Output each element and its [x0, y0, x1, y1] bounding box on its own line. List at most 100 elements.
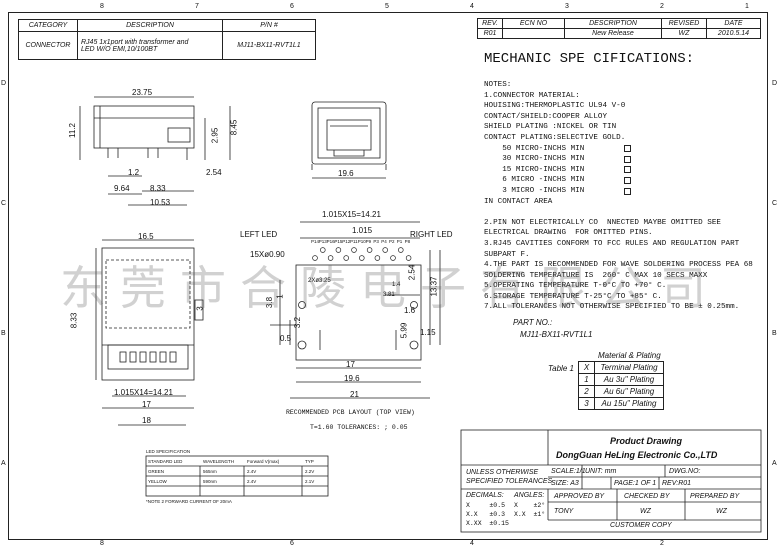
spec-line: 3.RJ45 CAVITIES CONFORM TO FCC RULES AND… [484, 239, 740, 248]
led-green-name: GREEN [148, 469, 165, 474]
tolerance-1: X ±0.5 [466, 502, 506, 509]
plating-title: Material & Plating [598, 351, 661, 360]
pin-label: P2 [389, 239, 395, 244]
title-block-lines [460, 429, 762, 533]
dim-21: 21 [350, 390, 359, 399]
dim-2-54-top: 2.54 [206, 168, 222, 177]
dim-3-2: 3.2 [293, 316, 303, 329]
pcb-pins [312, 247, 412, 261]
dim-1-6: 1.6 [404, 306, 416, 315]
zone-top-7: 7 [195, 3, 199, 10]
pcb-pin-hole [335, 247, 342, 253]
company-name: DongGuan HeLing Electronic Co.,LTD [556, 450, 718, 460]
scale: SCALE:1/1 [551, 468, 586, 475]
prepared-by-label: PREPARED BY [690, 493, 740, 500]
spec-line: 1.CONNECTOR MATERIAL: [484, 91, 580, 100]
part-no-label: PART NO.: [513, 318, 553, 327]
zone-side-d-right: D [772, 80, 778, 87]
pin-label: P16 [326, 239, 335, 244]
specified-tolerances: SPECIFIED TOLERANCES [466, 478, 553, 485]
spec-line: NOTES: [484, 81, 512, 89]
pcb-layout-view [270, 221, 441, 399]
pin-label: P15 [334, 239, 343, 244]
pin-label: P9 [365, 239, 372, 244]
pcb-pin-hole [405, 255, 412, 261]
plating-option-3: Au 15u" Plating [594, 397, 664, 410]
revision-table: REV. ECN NO DESCRIPTION REVISED DATE R01… [477, 18, 761, 39]
dim-1-15: 1.15 [420, 328, 436, 337]
part-no-value: MJ11-BX11-RVT1L1 [520, 330, 593, 339]
unit: UNIT: mm [585, 468, 617, 475]
left-led-label: LEFT LED [240, 230, 278, 239]
drawing-frame [8, 12, 768, 540]
led-green-forward: 2.4V [247, 469, 257, 474]
dim-2-95: 2.95 [210, 127, 220, 144]
pin-label: P14 [311, 239, 320, 244]
dim-pitch-bottom: 1.015X14=14.21 [114, 388, 173, 397]
pcb-pin-hole [351, 247, 357, 253]
zone-side-a-right: A [772, 460, 777, 467]
zone-side-c-right: C [772, 200, 778, 207]
spec-line: ELECTRICAL DRAWING FOR OMITTED PINS. [484, 229, 653, 238]
zone-bottom-2: 2 [660, 540, 664, 547]
checkbox-3 [624, 188, 631, 195]
led-green-typ: 2.2V [305, 469, 315, 474]
dim-mount-hole: 2Xø3.25 [308, 278, 331, 284]
led-header-standard: STANDARD LED [148, 459, 183, 464]
led-yellow-forward: 2.4V [247, 479, 257, 484]
customer-copy: CUSTOMER COPY [610, 522, 672, 529]
pcb-pin-hole [359, 255, 365, 261]
spec-line: 15 MICRO-INCHS MIN [484, 165, 585, 174]
led-note: *NOTE 2 FORWARD CURRENT OF 20mA [146, 499, 232, 504]
led-yellow-wavelength: 590nm [203, 479, 217, 484]
spec-line: SUBPART F. [484, 250, 530, 259]
dim-23-75: 23.75 [132, 88, 153, 97]
plating-table-label: Table 1 [548, 364, 574, 373]
checked-by-label: CHECKED BY [624, 493, 670, 500]
dim-3-81: 3.81 [383, 292, 395, 298]
zone-top-8: 8 [100, 3, 104, 10]
spec-line: CONTACT/SHIELD:COOPER ALLOY [484, 112, 608, 121]
dim-1-2: 1.2 [128, 168, 140, 177]
dim-18: 18 [142, 416, 151, 425]
dim-17-bottom: 17 [142, 400, 151, 409]
spec-line: SHIELD PLATING :NICKEL OR TIN [484, 123, 617, 132]
zone-top-2: 2 [660, 3, 664, 10]
dim-pitch-pcb: 1.015X15=14.21 [322, 210, 381, 219]
approved-by-value: TONY [554, 508, 574, 515]
spec-line: 7.ALL TOLERANCES NOT OTHERWISE SPECIFIED… [484, 303, 740, 312]
checkbox-6 [624, 177, 631, 184]
rev: REV:R01 [662, 480, 692, 487]
bottom-view [95, 239, 204, 426]
dim-8-33-top: 8.33 [150, 184, 166, 193]
zone-top-6: 6 [290, 3, 294, 10]
pin-label: P10 [357, 239, 366, 244]
spec-line: 4.THE PART IS RECOMMENDED FOR WAVE SOLDE… [484, 261, 753, 270]
zone-side-b-right: B [772, 330, 777, 337]
dim-0-5: 0.5 [280, 334, 292, 343]
header-table: CATEGORY DESCRIPTION P/N # CONNECTOR RJ4… [18, 19, 316, 60]
led-yellow-name: YELLOW [148, 479, 167, 484]
unless-otherwise: UNLESS OTHERWISE [466, 469, 539, 476]
category-value: CONNECTOR [18, 31, 78, 60]
pin-label: P12 [342, 239, 351, 244]
dim-9-64: 9.64 [114, 184, 130, 193]
decimals-label: DECIMALS: [466, 492, 504, 499]
dwg-no: DWG.NO: [669, 468, 701, 475]
dim-17-pcb: 17 [346, 360, 355, 369]
zone-side-a: A [1, 460, 6, 467]
dim-hole-dia: 15Xø0.90 [250, 250, 285, 259]
spec-line: 6.STORAGE TEMPERATURE T-25°C TO +85° C. [484, 292, 662, 301]
dim-19-6-pcb: 19.6 [344, 374, 360, 383]
spec-line: SOLDERING TEMPERATURE IS 260° C MAX 10 S… [484, 271, 708, 280]
page: PAGE:1 OF 1 [614, 480, 657, 487]
led-header-typ: TYP [305, 459, 314, 464]
zone-bottom-8: 8 [100, 540, 104, 547]
description-line-1: RJ45 1x1port with transformer and [81, 38, 189, 46]
pn-value: MJ11-BX11-RVT1L1 [222, 31, 316, 60]
angle-tolerance-2: X.X ±1° [514, 511, 546, 518]
spec-line: HOUISING:THERMOPLASTIC UL94 V-0 [484, 102, 626, 111]
led-yellow-typ: 2.1V [305, 479, 315, 484]
